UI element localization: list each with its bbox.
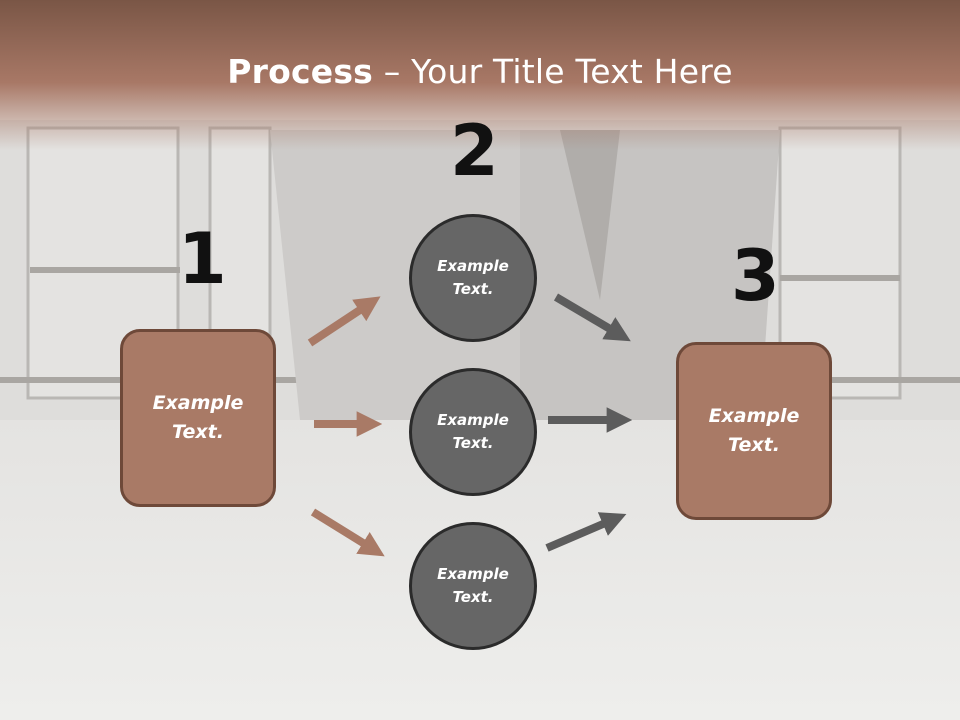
left-box: Example Text. bbox=[120, 329, 276, 507]
right-box: Example Text. bbox=[676, 342, 832, 520]
step-number-2: 2 bbox=[450, 110, 499, 192]
arrow-from-circle-3 bbox=[545, 512, 627, 552]
step-number-1: 1 bbox=[178, 218, 227, 300]
step-number-3: 3 bbox=[731, 235, 780, 317]
circle-1-text: Example Text. bbox=[437, 257, 509, 298]
circle-2: Example Text. bbox=[409, 368, 537, 496]
arrow-to-circle-1 bbox=[307, 296, 381, 347]
title-bold: Process bbox=[227, 52, 374, 91]
right-box-text: Example Text. bbox=[708, 405, 800, 456]
circle-1: Example Text. bbox=[409, 214, 537, 342]
arrow-to-circle-3 bbox=[310, 508, 385, 557]
title-rest: – Your Title Text Here bbox=[373, 52, 733, 91]
circle-3-text: Example Text. bbox=[437, 565, 509, 606]
circle-3: Example Text. bbox=[409, 522, 537, 650]
left-box-text: Example Text. bbox=[152, 392, 244, 443]
circle-2-text: Example Text. bbox=[437, 411, 509, 452]
page-title: Process – Your Title Text Here bbox=[0, 52, 960, 91]
arrow-from-circle-1 bbox=[553, 293, 631, 342]
